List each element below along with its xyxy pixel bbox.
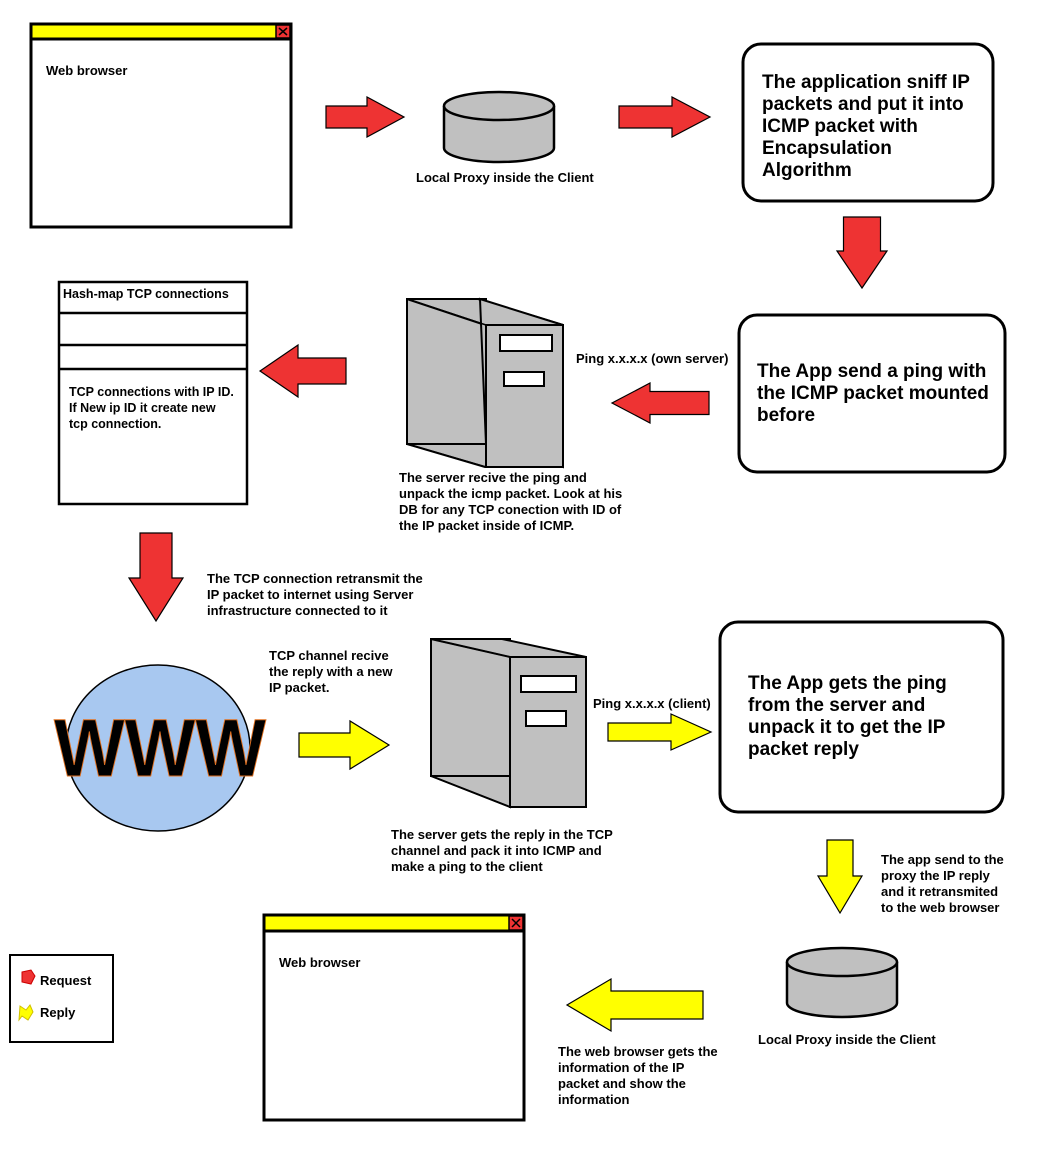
www-label: WWW	[54, 703, 267, 794]
request-legend-icon	[21, 969, 36, 985]
server-icon-bottom	[430, 638, 587, 809]
web-browser-window-bottom	[262, 913, 526, 1122]
app-to-proxy-caption: The app send to the proxy the IP reply a…	[881, 852, 1004, 915]
proxy-cylinder-top	[442, 90, 556, 164]
web-browser-bottom-label: Web browser	[279, 955, 361, 970]
close-icon	[508, 915, 524, 931]
legend-box	[9, 954, 114, 1043]
web-browser-window-top	[29, 22, 293, 229]
app-sniff-text: The application sniff IP packets and put…	[762, 72, 970, 181]
hashmap-table	[57, 280, 249, 506]
ping-own-server-label: Ping x.x.x.x (own server)	[576, 351, 729, 366]
tcp-reply-caption: TCP channel recive the reply with a new …	[269, 648, 393, 695]
legend-request-label: Request	[40, 973, 92, 988]
proxy-top-label: Local Proxy inside the Client	[416, 170, 594, 185]
reply-arrow-www-to-server	[298, 719, 391, 771]
request-arrow-app-to-server	[610, 382, 710, 424]
proxy-cylinder-bottom	[785, 946, 899, 1019]
hashmap-body: TCP connections with IP ID. If New ip ID…	[69, 385, 234, 431]
browser-final-caption: The web browser gets the information of …	[558, 1044, 718, 1107]
app-sniff-box	[741, 42, 995, 203]
web-browser-top-label: Web browser	[46, 63, 128, 78]
reply-arrow-server-to-app	[607, 713, 713, 751]
legend-reply-label: Reply	[40, 1005, 76, 1020]
www-globe-icon: WWW	[54, 664, 267, 832]
arrows-layer	[127, 95, 889, 1033]
app-send-text: The App send a ping with the ICMP packet…	[757, 361, 989, 426]
reply-arrow-app-down	[816, 839, 864, 915]
request-arrow-app-sniff-down	[835, 216, 889, 290]
ping-client-label: Ping x.x.x.x (client)	[593, 696, 711, 711]
request-arrow-hashmap-to-www	[127, 532, 185, 623]
request-arrow-browser-to-proxy	[325, 95, 406, 139]
request-arrow-server-to-hashmap	[258, 343, 347, 399]
close-icon	[275, 24, 291, 39]
app-send-box	[737, 313, 1007, 474]
proxy-bottom-label: Local Proxy inside the Client	[758, 1032, 936, 1047]
hashmap-title: Hash-map TCP connections	[63, 287, 229, 301]
server-icon-top	[406, 297, 564, 469]
app-gets-text: The App gets the ping from the server an…	[748, 673, 947, 760]
reply-arrow-proxy-to-browser	[565, 977, 704, 1033]
reply-legend-icon	[18, 1004, 34, 1022]
app-gets-box	[718, 620, 1005, 814]
server-bottom-caption: The server gets the reply in the TCP cha…	[391, 827, 613, 874]
tcp-retransmit-caption: The TCP connection retransmit the IP pac…	[207, 571, 423, 618]
server-top-caption: The server recive the ping and unpack th…	[399, 470, 623, 533]
request-arrow-proxy-to-app	[618, 96, 712, 138]
